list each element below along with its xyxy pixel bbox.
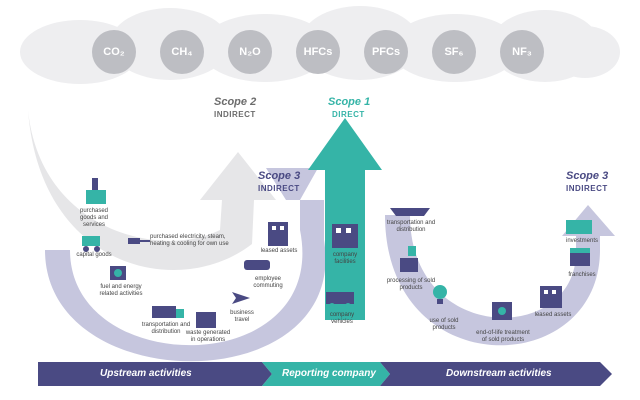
gas-n2o: N₂O bbox=[228, 30, 272, 74]
label-processing: processing of sold products bbox=[386, 278, 436, 291]
train-icon bbox=[244, 260, 270, 270]
factory-icon bbox=[86, 178, 106, 204]
scope2-title: Scope 2 bbox=[214, 96, 257, 108]
label-capital-goods: capital goods bbox=[76, 252, 112, 258]
truck-icon bbox=[82, 236, 100, 252]
bin-icon bbox=[196, 312, 216, 328]
building-icon bbox=[268, 222, 288, 246]
bar-reporting-label: Reporting company bbox=[282, 368, 376, 379]
label-vehicles: company vehicles bbox=[329, 312, 355, 325]
label-waste: waste generated in operations bbox=[185, 330, 231, 343]
label-purchased-electricity: purchased electricity, steam, heating & … bbox=[150, 234, 229, 247]
scope1-title: Scope 1 bbox=[328, 96, 371, 108]
label-fuel-energy: fuel and energy related activities bbox=[99, 284, 143, 297]
scope3-downstream-arrow bbox=[385, 205, 615, 346]
scope3-upstream-arrow bbox=[45, 168, 326, 362]
bar-downstream-label: Downstream activities bbox=[446, 368, 552, 379]
bar-upstream-label: Upstream activities bbox=[100, 368, 192, 379]
gas-ch4: CH₄ bbox=[160, 30, 204, 74]
gas-pfcs: PFCs bbox=[364, 30, 408, 74]
label-transport-up: transportation and distribution bbox=[141, 322, 191, 335]
scope2-sub: INDIRECT bbox=[214, 110, 256, 119]
plug-icon bbox=[128, 238, 150, 244]
bar-upstream bbox=[38, 362, 272, 386]
recycle-icon bbox=[492, 302, 512, 320]
label-business-travel: business travel bbox=[230, 310, 254, 323]
shop-icon bbox=[570, 248, 590, 266]
office-icon bbox=[540, 286, 562, 308]
label-leased-down: leased assets bbox=[534, 312, 572, 318]
ship-icon bbox=[390, 208, 430, 216]
scope1-arrow bbox=[308, 118, 382, 320]
label-investments: investments bbox=[565, 238, 598, 244]
processing-icon bbox=[400, 246, 418, 272]
scope1-sub: DIRECT bbox=[332, 110, 365, 119]
bar-reporting bbox=[262, 362, 390, 386]
vehicle-icon bbox=[326, 292, 354, 309]
label-facilities: company facilities bbox=[332, 252, 358, 265]
label-franchises: franchises bbox=[568, 272, 596, 278]
scope3-up-title: Scope 3 bbox=[258, 170, 301, 182]
scope3-down-title: Scope 3 bbox=[566, 170, 609, 182]
bar-downstream bbox=[380, 362, 612, 386]
scope3-up-sub: INDIRECT bbox=[258, 184, 300, 193]
label-purchased-goods: purchased goods and services bbox=[79, 208, 109, 228]
label-employee-commuting: employee commuting bbox=[253, 276, 283, 289]
facility-icon bbox=[332, 224, 358, 248]
gas-nf3: NF₃ bbox=[500, 30, 544, 74]
gas-co2: CO₂ bbox=[92, 30, 136, 74]
label-transport-down: transportation and distribution bbox=[386, 220, 436, 233]
gas-sf6: SF₆ bbox=[432, 30, 476, 74]
fuel-icon bbox=[110, 266, 126, 280]
lorry-icon bbox=[152, 306, 184, 318]
plane-icon bbox=[232, 292, 250, 304]
scope3-down-sub: INDIRECT bbox=[566, 184, 608, 193]
label-end-of-life: end-of-life treatment of sold products bbox=[476, 330, 530, 343]
label-use: use of sold products bbox=[429, 318, 459, 331]
label-leased-up: leased assets bbox=[260, 248, 298, 254]
bulb-icon bbox=[433, 285, 447, 304]
scope2-arrow bbox=[28, 110, 276, 270]
gas-hfcs: HFCs bbox=[296, 30, 340, 74]
money-icon bbox=[566, 220, 592, 234]
